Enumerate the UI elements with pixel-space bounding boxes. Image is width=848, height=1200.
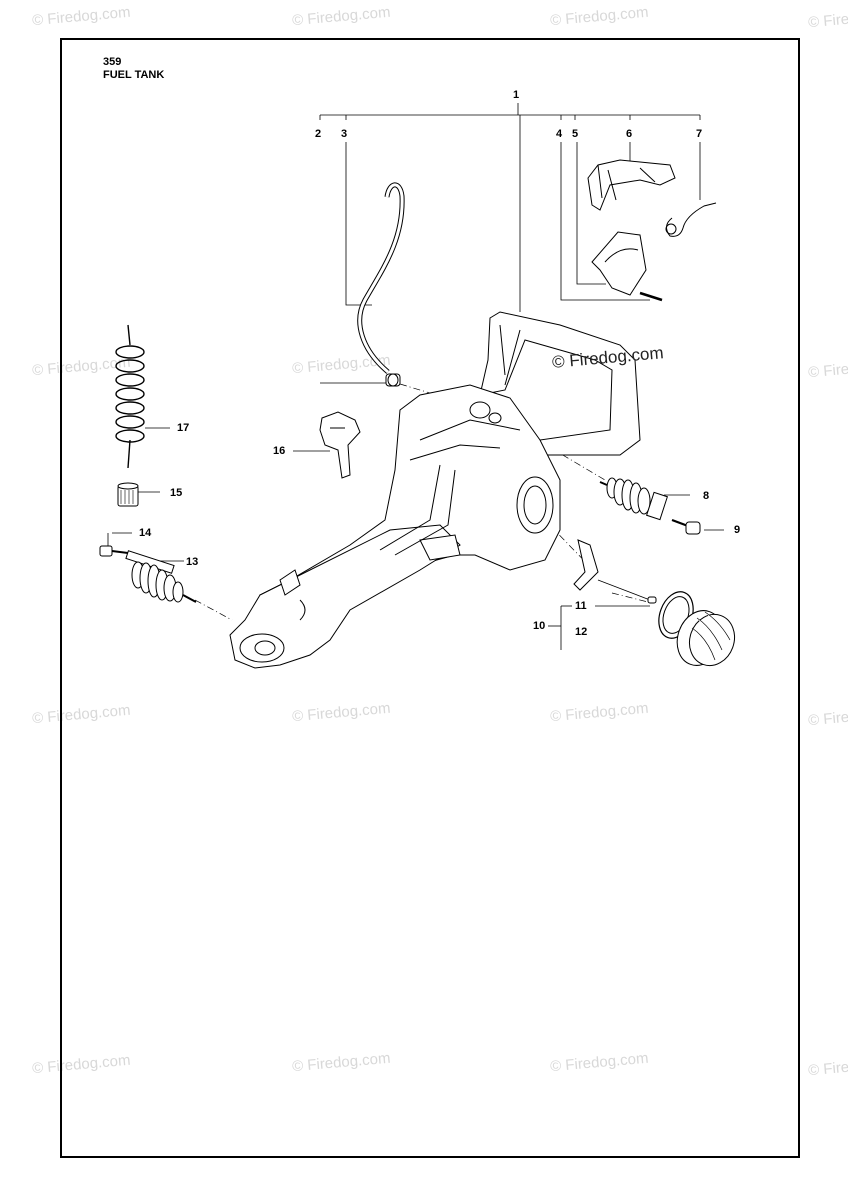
model-number: 359	[103, 56, 122, 68]
page-title: FUEL TANK	[103, 69, 165, 81]
callout-3: 3	[341, 128, 348, 140]
fuel-cap-12	[676, 610, 736, 667]
callout-12: 12	[575, 626, 588, 638]
callout-11: 11	[575, 600, 587, 612]
callout-17: 17	[177, 422, 190, 434]
bracket-16	[319, 411, 361, 479]
screw-14	[99, 545, 129, 557]
callout-4: 4	[556, 128, 563, 140]
coil-spring-17	[115, 324, 145, 469]
callout-16: 16	[273, 445, 286, 457]
callout-7: 7	[696, 128, 703, 140]
callout-14: 14	[139, 527, 152, 539]
fuel-pickup-10	[573, 539, 657, 604]
screw-9	[671, 518, 701, 535]
callout-13: 13	[186, 556, 199, 568]
spring-clip-7	[666, 202, 717, 237]
fuel-filter-15	[117, 482, 139, 507]
handle-part-6	[587, 159, 676, 211]
callout-2: 2	[315, 128, 322, 140]
vibration-damper-8	[599, 477, 668, 521]
callout-bracket	[107, 103, 724, 650]
callout-5: 5	[572, 128, 579, 140]
fuel-tank-body	[229, 311, 641, 669]
callout-15: 15	[170, 487, 183, 499]
trigger-part-5	[591, 231, 647, 296]
callout-9: 9	[734, 524, 741, 536]
callout-6: 6	[626, 128, 633, 140]
callout-10: 10	[533, 620, 546, 632]
vibration-damper-13	[125, 550, 197, 603]
diagram-frame	[60, 38, 800, 1158]
callout-1: 1	[513, 89, 520, 101]
callout-8: 8	[703, 490, 710, 502]
